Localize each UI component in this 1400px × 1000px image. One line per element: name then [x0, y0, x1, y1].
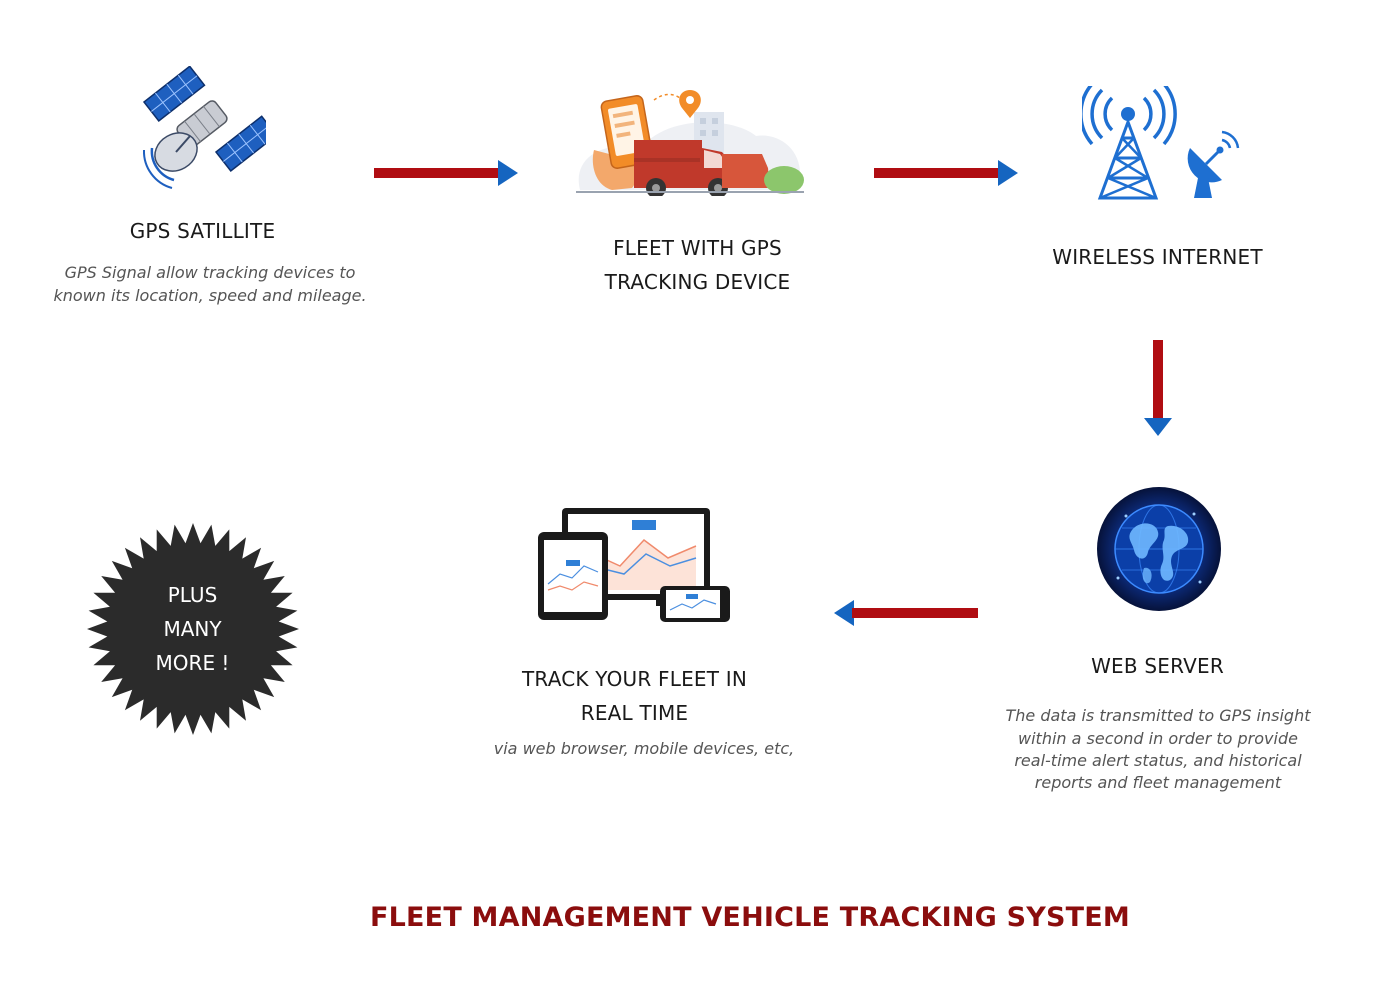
arrow-fleet-to-wireless: [874, 160, 1020, 186]
wireless-internet-title: WIRELESS INTERNET: [1052, 245, 1263, 269]
gps-satellite-desc-line-2: known its location, speed and mileage.: [53, 286, 367, 305]
starburst-badge: [86, 522, 300, 736]
fleet-title-line-2: TRACKING DEVICE: [604, 270, 791, 294]
web-server-desc-line-4: reports and fleet management: [1034, 773, 1282, 792]
track-fleet-title-line-1: TRACK YOUR FLEET IN: [522, 667, 747, 691]
arrow-server-to-track: [832, 600, 978, 626]
globe-icon: [1096, 486, 1222, 612]
gps-satellite-title: GPS SATILLITE: [129, 219, 276, 243]
web-server-desc-line-2: within a second in order to provide: [1018, 729, 1298, 748]
track-fleet-desc: via web browser, mobile devices, etc,: [493, 739, 795, 758]
burst-line-2: MANY: [163, 617, 222, 641]
burst-line-3: MORE !: [155, 651, 230, 675]
web-server-title: WEB SERVER: [1091, 654, 1224, 678]
gps-satellite-desc-line-1: GPS Signal allow tracking devices to: [64, 263, 356, 282]
web-server-desc-line-1: The data is transmitted to GPS insight: [1005, 706, 1311, 725]
devices-dashboard-icon: [536, 506, 734, 626]
starburst-shape: [87, 523, 299, 735]
arrow-gps-to-fleet: [374, 160, 520, 186]
burst-line-1: PLUS: [167, 583, 218, 607]
delivery-van-phone-icon: [572, 88, 808, 198]
burst-text: PLUS MANY MORE !: [95, 578, 290, 680]
track-fleet-title-line-2: REAL TIME: [580, 701, 689, 725]
radio-tower-icon: [1079, 82, 1242, 202]
page-title: FLEET MANAGEMENT VEHICLE TRACKING SYSTEM: [369, 902, 1130, 933]
arrow-wireless-to-server: [1144, 340, 1172, 438]
satellite-icon: [138, 65, 278, 190]
web-server-desc-line-3: real-time alert status, and historical: [1014, 751, 1302, 770]
fleet-title-line-1: FLEET WITH GPS: [613, 236, 782, 260]
